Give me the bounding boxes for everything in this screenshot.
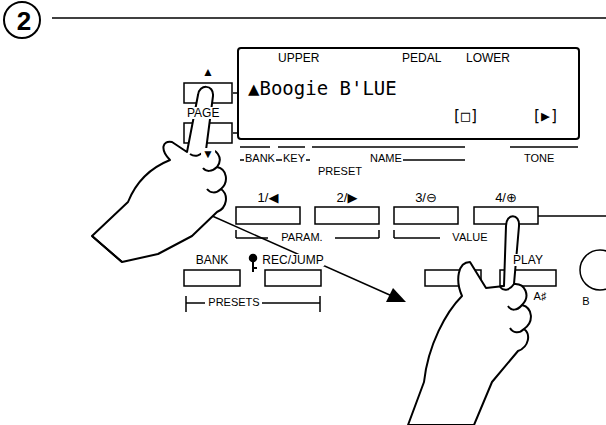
step-circle: 2 — [3, 1, 41, 39]
button-label: 3/⊖ — [414, 191, 438, 204]
display-label: UPPER — [277, 52, 320, 64]
lcd-text: ▲Boogie B'LUE — [247, 79, 398, 98]
step-number: 2 — [16, 8, 32, 34]
display-label: BANK — [244, 153, 276, 164]
key-label: A♯ — [533, 291, 548, 302]
pointing-hand — [92, 87, 226, 262]
key-icon — [250, 255, 258, 273]
key-label: B — [581, 296, 590, 307]
lcd-text: [□] — [451, 109, 480, 124]
button-label: PAGE — [186, 107, 220, 119]
group-label: PARAM. — [280, 232, 323, 243]
display-label: NAME — [369, 153, 403, 164]
lcd-text: [▶] — [531, 109, 560, 124]
knob — [580, 250, 606, 290]
display-label: PEDAL — [401, 52, 442, 64]
display-label: LOWER — [465, 52, 511, 64]
button-label: BANK — [195, 254, 230, 266]
group-label: PRESETS — [207, 297, 260, 308]
arrow-symbol: ▼ — [201, 148, 215, 160]
button-label: 2/▶ — [336, 191, 359, 204]
button-label: 1/◀ — [257, 191, 280, 204]
motion-arrow — [210, 215, 392, 296]
arrow-symbol: ▲ — [201, 66, 215, 78]
button-label: 4/⊕ — [494, 191, 518, 204]
button-label: REC/JUMP — [261, 254, 324, 266]
display-label: PRESET — [317, 166, 363, 177]
display-label: TONE — [523, 153, 555, 164]
group-label: VALUE — [451, 232, 488, 243]
lcd-display: UPPERPEDALLOWER▲Boogie B'LUE[□][▶]BANKKE… — [237, 47, 580, 140]
header-rule — [52, 17, 606, 19]
pointing-hand — [408, 216, 531, 425]
button-label: PLAY — [512, 254, 544, 266]
display-label: KEY — [282, 153, 306, 164]
